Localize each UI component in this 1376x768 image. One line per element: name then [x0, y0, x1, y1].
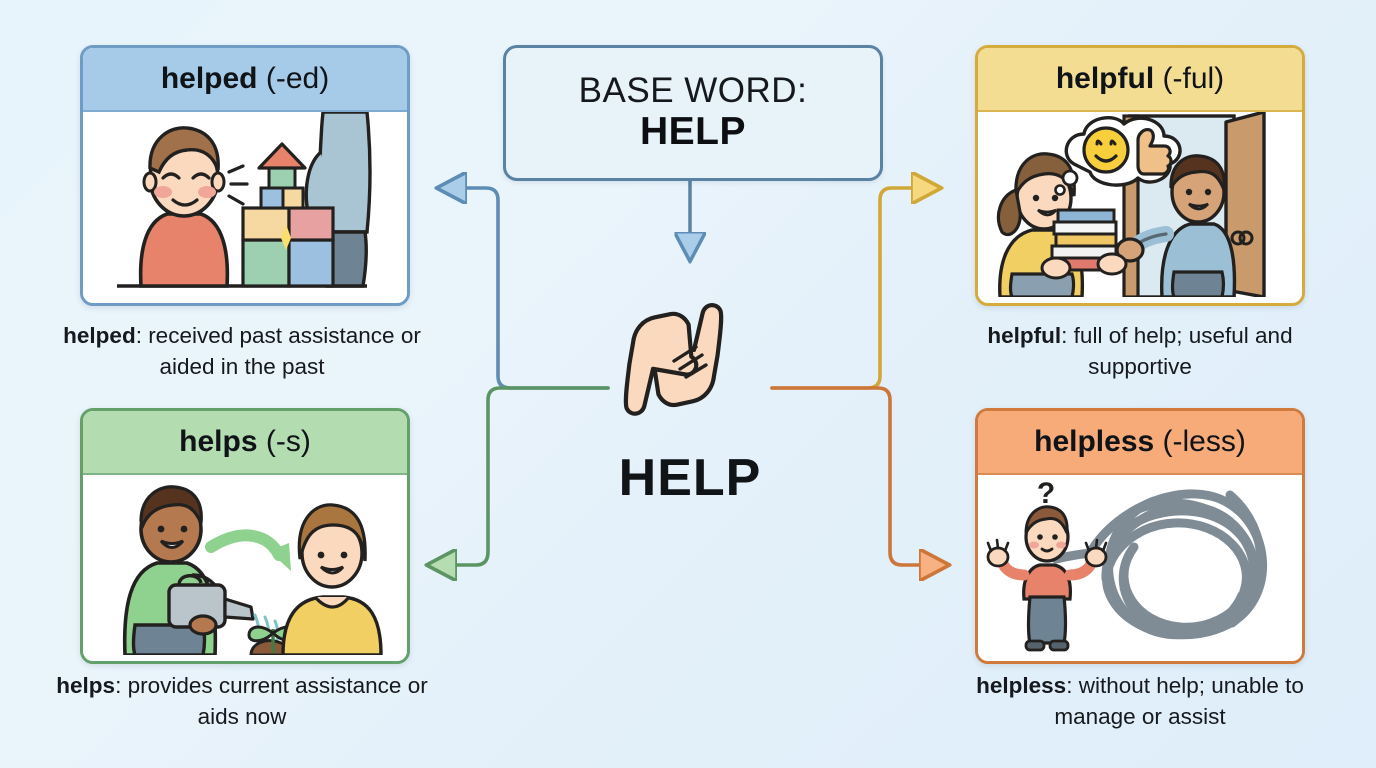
card-helps-header: helps (-s)	[83, 411, 407, 475]
card-helpless-suffix: (-less)	[1162, 425, 1246, 458]
card-helpless[interactable]: helpless (-less)	[975, 408, 1305, 664]
card-helped-word: helped	[160, 62, 258, 95]
helping-hands-icon	[600, 275, 780, 435]
card-helps[interactable]: helps (-s)	[80, 408, 410, 664]
caption-helpful-text: : full of help; useful and supportive	[1061, 323, 1293, 380]
card-helpless-illustration: ?	[978, 475, 1302, 660]
card-helped-header: helped (-ed)	[83, 48, 407, 112]
card-helped-suffix: (-ed)	[265, 62, 330, 95]
base-word-value: HELP	[639, 109, 746, 153]
caption-helps-word: helps	[56, 673, 116, 698]
card-helped[interactable]: helped (-ed)	[80, 45, 410, 306]
caption-helps-text: : provides current assistance or aids no…	[115, 673, 428, 730]
card-helpful-header: helpful (-ful)	[978, 48, 1302, 112]
card-helps-illustration	[83, 475, 407, 660]
caption-helped-word: helped	[63, 323, 136, 348]
card-helps-word: helps	[179, 425, 258, 458]
caption-helped: helped: received past assistance or aide…	[42, 320, 442, 382]
caption-helpless: helpless: without help; unable to manage…	[965, 670, 1315, 732]
caption-helpful-word: helpful	[987, 323, 1062, 348]
card-helpful-suffix: (-ful)	[1162, 62, 1225, 95]
card-helped-illustration	[83, 112, 407, 297]
card-helps-suffix: (-s)	[265, 425, 311, 458]
center-base-word: HELP	[618, 449, 762, 507]
svg-text:?: ?	[1037, 477, 1055, 510]
connector-to-helpful	[770, 188, 938, 390]
card-helpful[interactable]: helpful (-ful)	[975, 45, 1305, 306]
card-helpless-word: helpless	[1034, 425, 1155, 458]
card-helpless-header: helpless (-less)	[978, 411, 1302, 475]
connector-to-helped	[440, 188, 610, 390]
base-word-box: BASE WORD: HELP	[503, 45, 883, 181]
card-helpful-word: helpful	[1055, 62, 1155, 95]
caption-helped-text: : received past assistance or aided in t…	[135, 323, 421, 380]
caption-helpful: helpful: full of help; useful and suppor…	[975, 320, 1305, 382]
caption-helpless-word: helpless	[976, 673, 1067, 698]
base-word-label: BASE WORD:	[578, 70, 808, 110]
caption-helpless-text: : without help; unable to manage or assi…	[1054, 673, 1304, 730]
caption-helps: helps: provides current assistance or ai…	[42, 670, 442, 732]
card-helpful-illustration	[978, 112, 1302, 297]
